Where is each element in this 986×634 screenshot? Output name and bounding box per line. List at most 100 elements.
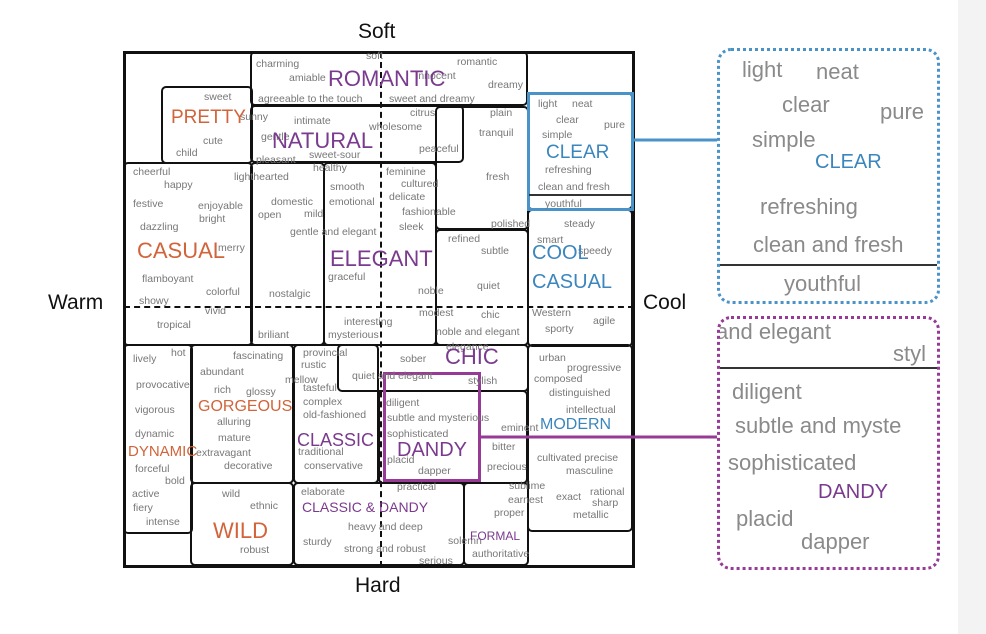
category-modern: MODERN — [540, 416, 612, 433]
word: feminine — [386, 166, 426, 178]
zoom-word-styl: styl — [893, 341, 926, 366]
zoom-panel-clear: light neat clear pure simple CLEAR refre… — [717, 48, 940, 304]
zoom-word-and-elegant: and elegant — [717, 319, 831, 344]
word: plain — [490, 107, 513, 119]
word: delicate — [389, 191, 426, 203]
word: fashionable — [402, 206, 456, 218]
dandy-highlight-box — [383, 372, 481, 482]
word: festive — [133, 198, 164, 210]
word: robust — [240, 544, 270, 556]
word: bitter — [492, 441, 516, 453]
word: bright — [199, 213, 226, 225]
zoom-word-neat: neat — [816, 59, 859, 84]
word: subtle — [481, 245, 510, 257]
word: heavy and deep — [348, 521, 423, 533]
word: elegance — [446, 341, 489, 353]
category-chic: CHIC — [445, 344, 499, 369]
word: agile — [593, 315, 616, 327]
category-pretty: PRETTY — [171, 107, 246, 128]
word: ethnic — [250, 500, 279, 512]
word: gentle — [261, 131, 290, 143]
word: fascinating — [233, 350, 284, 362]
vertical-axis-line — [380, 52, 382, 567]
word: light — [538, 98, 558, 110]
word: lively — [133, 353, 157, 365]
word: solemn — [448, 535, 482, 547]
word: sturdy — [303, 536, 332, 548]
word: pleasant — [256, 154, 296, 166]
word: dynamic — [135, 428, 175, 440]
category-elegant: ELEGANT — [330, 246, 433, 271]
word: citrus — [410, 107, 436, 119]
word: tropical — [157, 319, 191, 331]
word: abundant — [200, 366, 244, 378]
word: urban — [539, 352, 566, 364]
zoom-label-clear: CLEAR — [815, 151, 882, 173]
word: sweet and dreamy — [389, 93, 475, 105]
word: nostalgic — [269, 288, 311, 300]
word: proper — [494, 507, 525, 519]
word: old-fashioned — [303, 409, 367, 421]
word: open — [258, 209, 282, 221]
word: tasteful — [303, 382, 337, 394]
word: peaceful — [419, 143, 459, 155]
word: metallic — [573, 509, 609, 521]
word: cheerful — [133, 166, 171, 178]
word: neat — [572, 98, 593, 110]
word: vigorous — [135, 404, 175, 416]
word: fresh — [486, 171, 510, 183]
word: showy — [139, 295, 169, 307]
word: simple — [542, 129, 573, 141]
word: precious — [487, 461, 527, 473]
word: Western — [532, 307, 571, 319]
word: intimate — [294, 115, 331, 127]
zoom-label-dandy: DANDY — [818, 481, 889, 503]
word: masculine — [566, 465, 614, 477]
word: forceful — [135, 463, 170, 475]
clear-divider — [529, 194, 632, 196]
word: sober — [400, 353, 427, 365]
word: charming — [256, 58, 300, 70]
category-dynamic: DYNAMIC — [128, 443, 198, 460]
word: healthy — [313, 162, 347, 174]
zoom-word-clean-and-fresh: clean and fresh — [753, 232, 904, 257]
word: extravagant — [196, 447, 251, 459]
word: speedy — [578, 245, 612, 257]
zoom-word-youthful: youthful — [784, 271, 862, 296]
word: sharp — [592, 497, 619, 509]
word: pure — [604, 119, 626, 131]
word: noble and elegant — [436, 326, 520, 338]
word: strong and robust — [344, 543, 426, 555]
word: graceful — [328, 271, 366, 283]
zoom-word-light: light — [742, 57, 783, 82]
word: glossy — [246, 386, 276, 398]
word: sleek — [399, 221, 424, 233]
word: wholesome — [369, 121, 423, 133]
word: exact — [556, 491, 582, 503]
word: practical — [397, 481, 437, 493]
word: enjoyable — [198, 200, 243, 212]
word: distinguished — [549, 387, 611, 399]
word: rich — [214, 384, 231, 396]
word: serious — [419, 555, 453, 567]
word: refreshing — [545, 164, 592, 176]
word: quiet — [477, 280, 500, 292]
word: rustic — [301, 359, 327, 371]
region-formal — [463, 482, 529, 566]
zoom-word-diligent: diligent — [732, 379, 802, 404]
category-dandy: DANDY — [397, 439, 468, 461]
word: authoritative — [472, 548, 530, 560]
word: diligent — [386, 397, 420, 409]
category-clear: CLEAR — [546, 142, 610, 163]
word: tranquil — [479, 127, 514, 139]
word: refined — [448, 233, 481, 245]
word: composed — [534, 373, 583, 385]
word: hot — [171, 347, 186, 359]
word: decorative — [224, 460, 273, 472]
word: eminent — [501, 422, 539, 434]
word: sweet — [204, 91, 232, 103]
word: flamboyant — [142, 273, 194, 285]
category-classic-dandy: CLASSIC & DANDY — [302, 499, 429, 515]
word: cute — [203, 135, 223, 147]
